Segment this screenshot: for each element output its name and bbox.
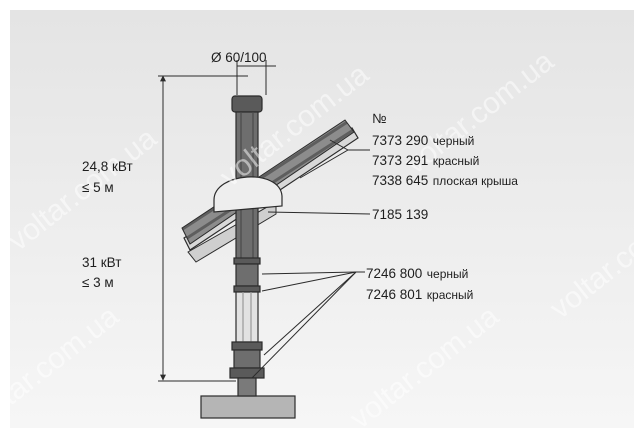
part-7246-800: 7246 800 черный <box>366 266 468 282</box>
diameter-dimension <box>236 60 276 95</box>
part-code: 7373 290 <box>372 133 429 148</box>
part-desc: красный <box>432 154 480 168</box>
number-header: № <box>372 111 387 126</box>
diameter-label: Ø 60/100 <box>211 50 267 65</box>
power-label-1: 24,8 кВт <box>82 159 133 174</box>
part-desc: черный <box>432 134 475 148</box>
part-code: 7246 801 <box>366 287 423 302</box>
panel-background <box>10 10 634 428</box>
part-desc: плоская крыша <box>432 174 518 188</box>
leader-lines <box>251 139 371 379</box>
height-dimension <box>158 75 248 382</box>
part-7373-290: 7373 290 черный <box>372 133 474 149</box>
power-label-2: 31 кВт <box>82 255 122 270</box>
length-label-2: ≤ 3 м <box>82 275 114 290</box>
roof-collar <box>213 176 283 213</box>
part-7338-645: 7338 645 плоская крыша <box>372 173 518 189</box>
part-code: 7373 291 <box>372 153 429 168</box>
boiler-base <box>200 395 296 419</box>
length-label-1: ≤ 5 м <box>82 180 114 195</box>
part-code: 7338 645 <box>372 173 429 188</box>
part-7185-139: 7185 139 <box>372 207 428 223</box>
part-code: 7185 139 <box>372 207 429 222</box>
part-desc: черный <box>426 267 469 281</box>
part-desc: красный <box>426 288 474 302</box>
part-7246-801: 7246 801 красный <box>366 287 473 303</box>
part-7373-291: 7373 291 красный <box>372 153 479 169</box>
part-code: 7246 800 <box>366 266 423 281</box>
